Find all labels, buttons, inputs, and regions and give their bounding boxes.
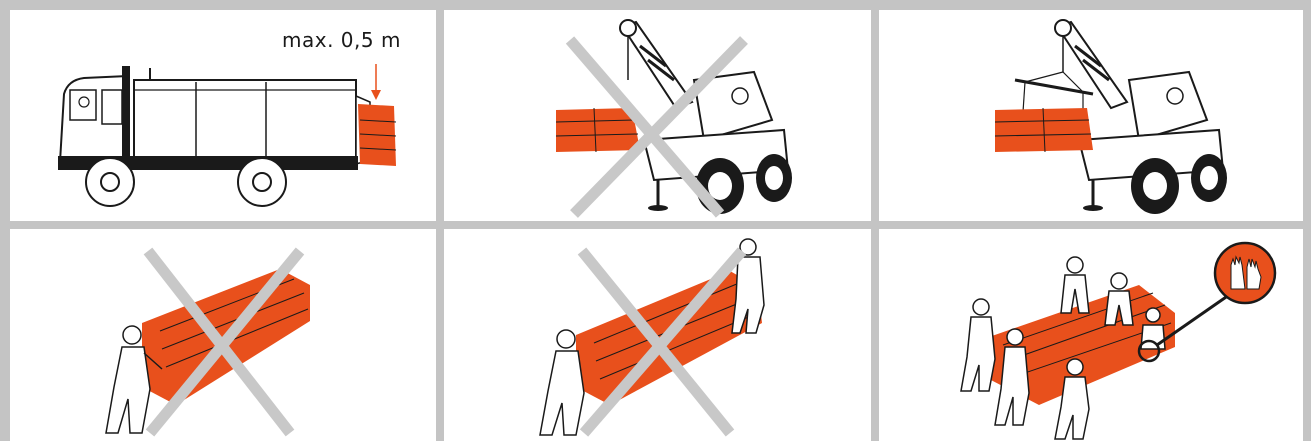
panel-truck-overhang: max. 0,5 m (10, 10, 436, 221)
crane-illustration (994, 19, 1227, 214)
carrying-illustration (960, 241, 1277, 440)
instruction-grid: max. 0,5 m (10, 10, 1303, 441)
worker-figure (994, 328, 1030, 426)
prohibited-cross (565, 36, 748, 218)
prohibited-cross (143, 247, 305, 437)
worker-figure (1104, 272, 1134, 326)
tile-stack (555, 107, 640, 153)
carrying-illustration (539, 238, 765, 437)
worker-figure (1060, 256, 1090, 314)
carrying-illustration (105, 247, 310, 437)
panel-single-person (10, 229, 436, 441)
prohibited-cross (577, 247, 747, 437)
worker-figure (960, 298, 996, 392)
panel-team-carrying (879, 229, 1303, 441)
max-overhang-label: max. 0,5 m (282, 28, 401, 52)
gloves-icon (1213, 241, 1277, 305)
worker-figure (1054, 358, 1090, 440)
truck-illustration (58, 64, 397, 207)
tile-stack (994, 107, 1093, 153)
worker-figure (105, 325, 163, 434)
panel-crane-spreader (879, 10, 1303, 221)
panel-two-person (444, 229, 871, 441)
tile-stack (358, 104, 397, 166)
arrow-down-icon (371, 64, 381, 100)
crane-illustration (555, 19, 792, 218)
worker-figure (539, 329, 585, 436)
panel-crane-unsupported (444, 10, 871, 221)
worker-figure (731, 238, 765, 334)
